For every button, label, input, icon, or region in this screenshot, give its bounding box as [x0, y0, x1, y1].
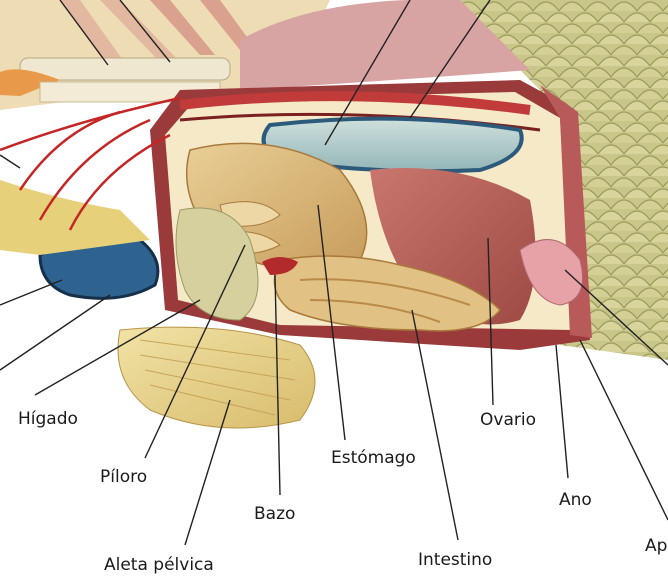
- label-intestino: Intestino: [418, 552, 492, 569]
- label-estomago: Estómago: [331, 450, 416, 467]
- label-higado: Hígado: [18, 411, 78, 428]
- label-piloro: Píloro: [100, 469, 147, 486]
- label-ovario: Ovario: [480, 412, 536, 429]
- label-ano: Ano: [559, 492, 592, 509]
- label-bazo: Bazo: [254, 506, 295, 523]
- pelvic-fin: [118, 327, 315, 428]
- label-aleta-pelvica: Aleta pélvica: [104, 557, 214, 574]
- label-ap: Ap: [645, 538, 667, 555]
